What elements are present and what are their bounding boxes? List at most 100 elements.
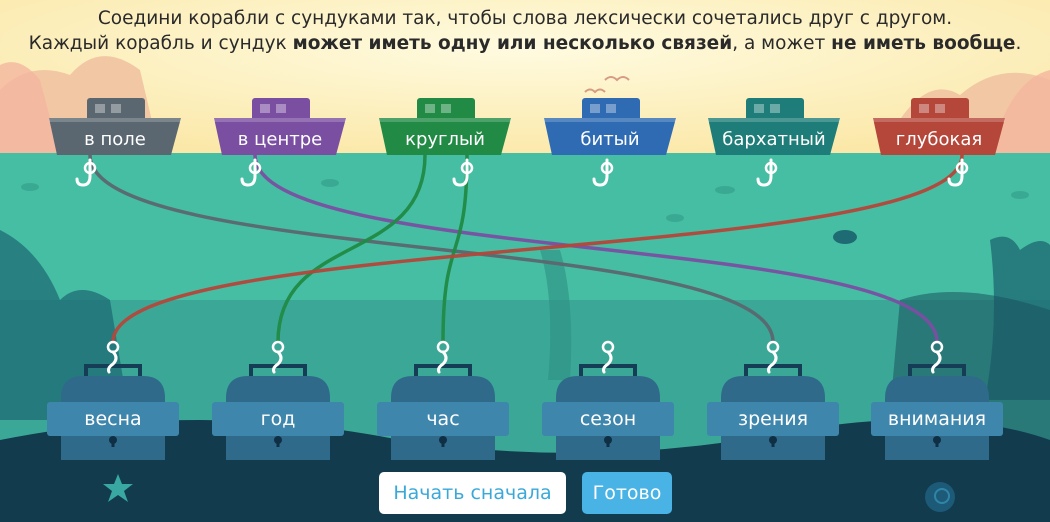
- chest-handle: [84, 364, 142, 378]
- chest-handle: [908, 364, 966, 378]
- connection-rope: [276, 153, 427, 344]
- hook-icon: [272, 350, 283, 374]
- seaweed-mid: [540, 250, 572, 380]
- hook-icon: [437, 350, 448, 374]
- lock-icon-slot: [606, 441, 610, 447]
- ship-window: [935, 104, 945, 113]
- instruction-text: , а может: [732, 33, 832, 54]
- ship-cabin: [911, 98, 969, 122]
- chest-band: [377, 402, 509, 436]
- ship[interactable]: [49, 98, 181, 187]
- hook-icon: [931, 350, 942, 374]
- hook-icon: [767, 350, 778, 374]
- hook-ring: [955, 161, 969, 175]
- ship-window: [260, 104, 270, 113]
- ship[interactable]: [708, 98, 840, 187]
- ship-window: [111, 104, 121, 113]
- restart-button[interactable]: Начать сначала: [379, 472, 566, 514]
- ship-hull: [544, 118, 676, 155]
- ship-hull: [379, 118, 511, 155]
- chest-label: год: [260, 408, 296, 430]
- fish-icon: [715, 186, 735, 194]
- lock-icon-slot: [111, 441, 115, 447]
- hook-icon: [107, 350, 118, 374]
- ship[interactable]: [379, 98, 511, 187]
- hill-left-back: [0, 62, 60, 156]
- instruction-emphasis: не иметь вообще: [831, 33, 1016, 54]
- chest-label: час: [426, 408, 460, 430]
- chest[interactable]: [707, 340, 839, 460]
- ship-hull: [214, 118, 346, 155]
- ship-window: [754, 104, 764, 113]
- hook-icon: [240, 158, 257, 187]
- chest-label: зрения: [737, 408, 809, 430]
- instruction-line-1: Соедини корабли с сундуками так, чтобы с…: [97, 8, 953, 29]
- chest[interactable]: [47, 340, 179, 460]
- chest-label: внимания: [887, 408, 987, 430]
- chest-band: [47, 402, 179, 436]
- chest-handle: [579, 364, 637, 378]
- lock-icon: [604, 436, 612, 444]
- hook-icon: [452, 158, 469, 187]
- ship-window: [276, 104, 286, 113]
- done-button[interactable]: Готово: [582, 472, 672, 514]
- connection-rope: [253, 153, 939, 344]
- fish-icon: [21, 183, 39, 191]
- lock-icon: [109, 436, 117, 444]
- shell-icon-inner: [934, 488, 950, 504]
- ship-hull: [708, 118, 840, 155]
- hill-right-back: [990, 70, 1050, 155]
- ship[interactable]: [873, 98, 1005, 187]
- hook-ring: [600, 161, 614, 175]
- ship-cabin: [87, 98, 145, 122]
- bird-icon: [604, 76, 630, 82]
- ship-window: [95, 104, 105, 113]
- hook-ring: [460, 161, 474, 175]
- ship-label: круглый: [405, 129, 485, 150]
- chest-band: [542, 402, 674, 436]
- ship-hull: [873, 118, 1005, 155]
- chest-label: весна: [84, 408, 142, 430]
- ships: [49, 98, 1005, 187]
- ship-cabin: [582, 98, 640, 122]
- ship-cabin: [252, 98, 310, 122]
- starfish-icon: [103, 474, 133, 502]
- ship[interactable]: [544, 98, 676, 187]
- lock-icon-slot: [771, 441, 775, 447]
- lock-icon: [933, 436, 941, 444]
- ship-window: [425, 104, 435, 113]
- connection-rope: [111, 153, 964, 344]
- chest-handle: [744, 364, 802, 378]
- ship[interactable]: [214, 98, 346, 187]
- hook-icon: [75, 158, 92, 187]
- hook-icon: [947, 158, 964, 187]
- ship-cabin: [417, 98, 475, 122]
- fish-icon: [321, 179, 339, 187]
- lock-icon-slot: [441, 441, 445, 447]
- hook-ring: [248, 161, 262, 175]
- fish-icon: [833, 230, 857, 244]
- ship-deck: [379, 118, 511, 122]
- instruction-emphasis: может иметь одну или несколько связей: [292, 33, 733, 54]
- chest[interactable]: [377, 340, 509, 460]
- chest-band: [212, 402, 344, 436]
- lock-icon: [769, 436, 777, 444]
- ship-hull: [49, 118, 181, 155]
- chest[interactable]: [871, 340, 1003, 460]
- chest[interactable]: [542, 340, 674, 460]
- hook-ring: [83, 161, 97, 175]
- bird-icon: [584, 88, 606, 94]
- hook-icon: [602, 350, 613, 374]
- lock-icon: [274, 436, 282, 444]
- chest[interactable]: [212, 340, 344, 460]
- instruction-text: Каждый корабль и сундук: [28, 33, 293, 54]
- lock-icon: [439, 436, 447, 444]
- instruction-text: .: [1015, 33, 1022, 54]
- ship-deck: [708, 118, 840, 122]
- ship-window: [919, 104, 929, 113]
- ship-label: в центре: [237, 129, 323, 150]
- ship-deck: [544, 118, 676, 122]
- ship-label: бархатный: [722, 129, 826, 150]
- ship-deck: [873, 118, 1005, 122]
